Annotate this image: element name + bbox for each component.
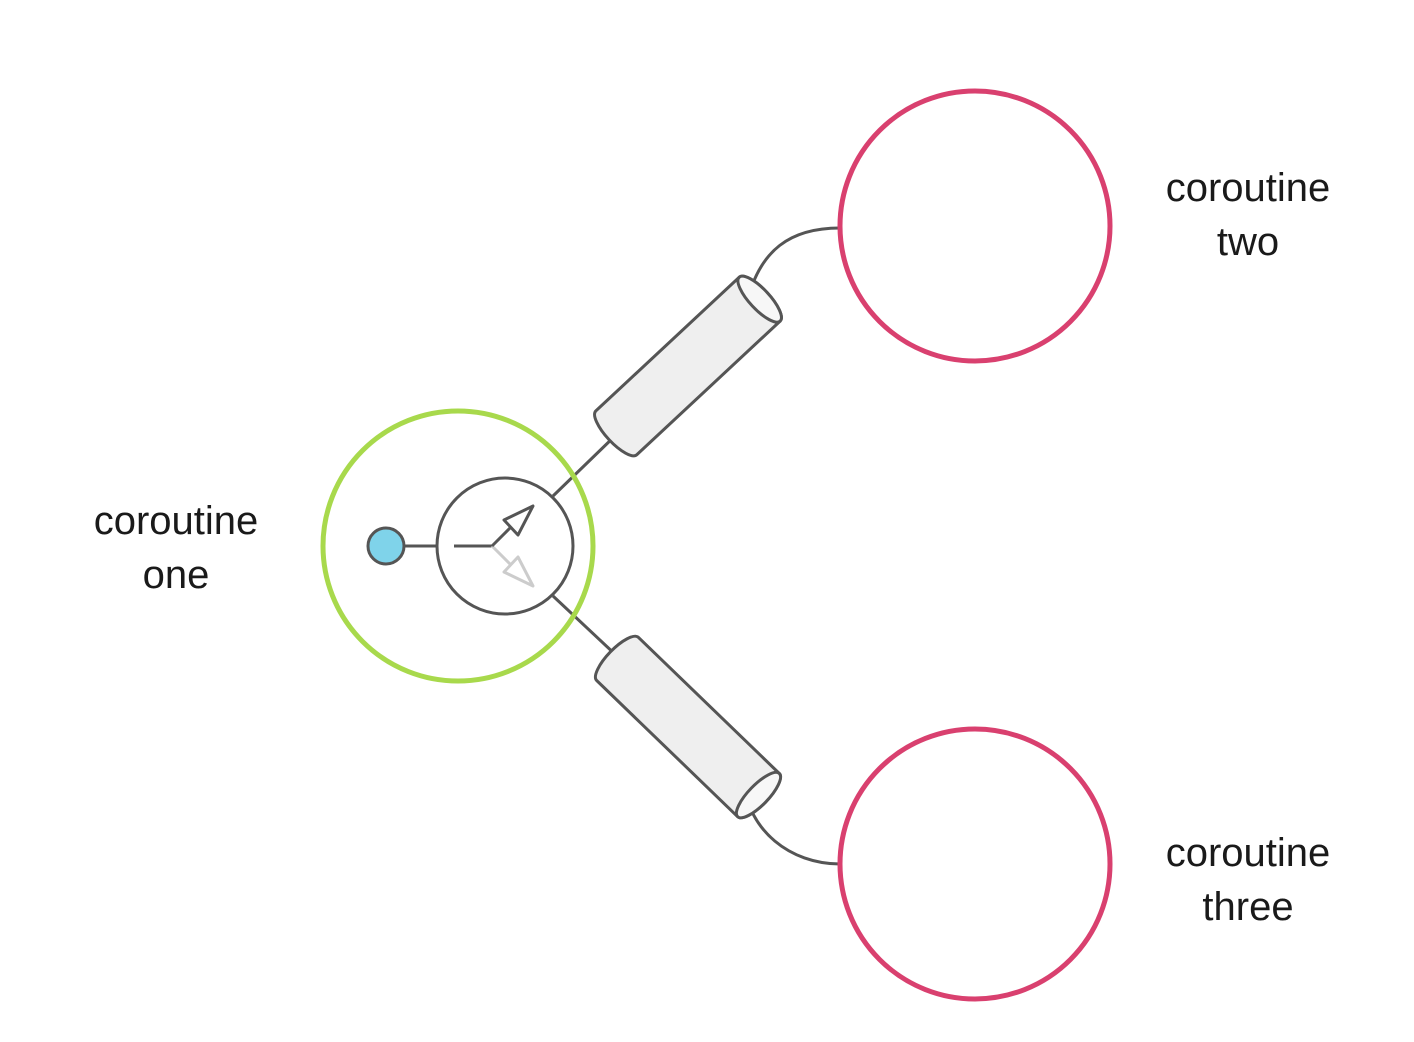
label-coroutine-two-line1: coroutine [1165,166,1331,210]
label-coroutine-three: coroutine three [1148,826,1348,934]
label-coroutine-two: coroutine two [1148,161,1348,269]
label-coroutine-one-line2: one [142,553,210,597]
label-coroutine-three-line2: three [1202,885,1294,929]
coroutine-three-circle [837,726,1113,1002]
input-dot-icon [366,526,406,566]
link-switch-to-lower-channel [551,594,620,659]
select-switch-icon [435,476,575,616]
label-coroutine-three-line1: coroutine [1165,831,1331,875]
coroutine-two-circle [837,88,1113,364]
coroutine-one-circle [320,408,596,684]
link-switch-to-upper-channel [551,431,620,498]
label-coroutine-two-line2: two [1216,220,1280,264]
channel-lower [593,634,783,820]
label-coroutine-one-line1: coroutine [93,499,259,543]
label-coroutine-one: coroutine one [76,494,276,602]
channel-upper [593,274,783,458]
